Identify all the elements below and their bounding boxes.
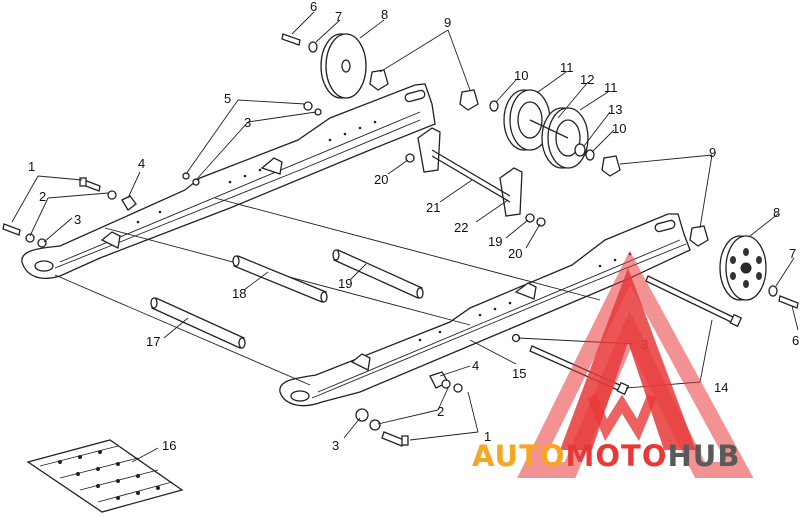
callout-label: 8 xyxy=(381,7,388,22)
watermark-text-hub: HUB xyxy=(668,439,741,473)
bracket-22 xyxy=(499,167,523,217)
callout-label: 13 xyxy=(608,102,622,117)
callout-label: 9 xyxy=(444,15,451,30)
callout-label: 17 xyxy=(146,334,160,349)
callout-label: 19 xyxy=(338,276,352,291)
wheel-11-right xyxy=(489,100,595,169)
watermark-logo: AUTOMOTOHUB xyxy=(472,250,754,478)
leader-lines xyxy=(11,11,799,463)
svg-text:AUTOMOTOHUB: AUTOMOTOHUB xyxy=(472,439,740,473)
callout-label: 18 xyxy=(232,286,246,301)
callout-label: 10 xyxy=(612,121,626,136)
right-rail xyxy=(279,213,691,407)
cross-shafts xyxy=(54,197,601,386)
callout-label: 14 xyxy=(714,380,728,395)
shaft-18 xyxy=(232,255,328,303)
shaft-19 xyxy=(332,249,424,299)
callout-label: 6 xyxy=(792,333,799,348)
callout-label: 1 xyxy=(484,429,491,444)
callout-label: 19 xyxy=(488,234,502,249)
watermark-text-auto: AUTO xyxy=(472,439,566,473)
shaft-17 xyxy=(150,297,246,349)
callout-label: 1 xyxy=(28,159,35,174)
slide-clip xyxy=(100,231,121,249)
callout-label: 11 xyxy=(560,60,574,75)
idler-wheel-8-right xyxy=(719,235,799,309)
callout-label: 10 xyxy=(514,68,528,83)
callout-label: 3 xyxy=(244,115,251,130)
callout-label: 20 xyxy=(374,172,388,187)
bracket-20 xyxy=(417,127,441,173)
callout-label: 11 xyxy=(604,80,618,95)
slide-clip xyxy=(260,157,283,175)
callout-label: 21 xyxy=(426,200,440,215)
left-rail xyxy=(21,83,436,279)
callout-label: 2 xyxy=(39,189,46,204)
fasteners xyxy=(2,101,463,447)
callout-numbers: 1 2 3 4 5 3 6 7 8 9 10 11 12 11 13 10 9 … xyxy=(28,0,799,453)
callout-label: 2 xyxy=(437,404,444,419)
callout-label: 7 xyxy=(335,9,342,24)
callout-label: 15 xyxy=(512,366,526,381)
callout-label: 4 xyxy=(138,156,145,171)
bearing-caps-9 xyxy=(369,69,709,247)
callout-label: 5 xyxy=(224,91,231,106)
callout-label: 6 xyxy=(310,0,317,14)
idler-wheel-8-top xyxy=(281,33,367,99)
callout-label: 22 xyxy=(454,220,468,235)
watermark-text-moto: MOTO xyxy=(566,439,668,473)
callout-label: 4 xyxy=(472,358,479,373)
callout-label: 8 xyxy=(773,205,780,220)
callout-label: 9 xyxy=(709,145,716,160)
callout-label: 20 xyxy=(508,246,522,261)
callout-label: 7 xyxy=(789,246,796,261)
callout-label: 3 xyxy=(74,212,81,227)
callout-label: 3 xyxy=(332,438,339,453)
callout-label: 16 xyxy=(162,438,176,453)
callout-label: 12 xyxy=(580,72,594,87)
track-clip-strip-16 xyxy=(26,439,184,513)
